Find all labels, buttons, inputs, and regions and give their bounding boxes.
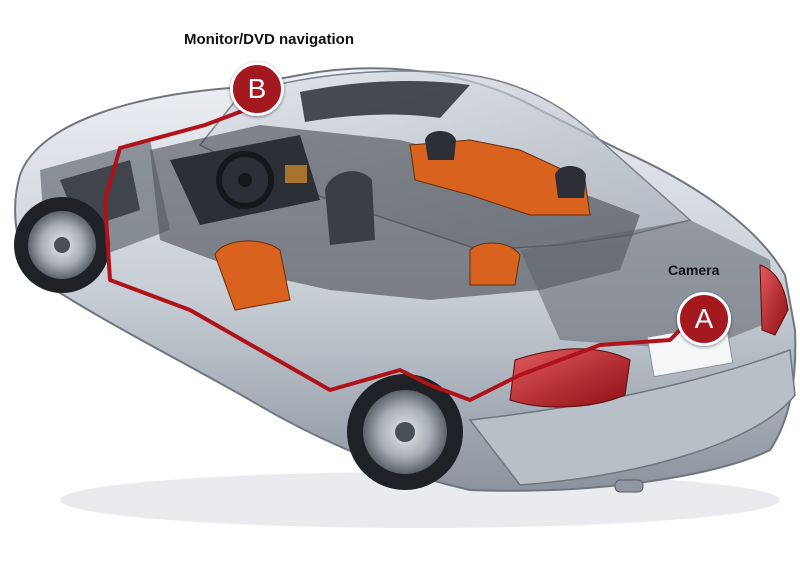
center-console-screen: [285, 165, 307, 183]
camera-label: Camera: [668, 262, 720, 278]
front-seat-right: [325, 171, 375, 245]
wiring-route: [103, 108, 692, 402]
monitor-marker-b: B: [230, 62, 284, 116]
rear-seat-cushion: [469, 242, 521, 286]
rear-headrest-left: [425, 131, 456, 160]
rear-wheel: [347, 374, 463, 490]
steering-wheel: [216, 151, 274, 209]
front-seat-left: [214, 240, 291, 311]
tail-light-right: [759, 264, 789, 336]
rear-headrest-right: [555, 166, 586, 198]
steering-hub: [238, 173, 252, 187]
exhaust-pipe: [614, 479, 644, 493]
front-wheel: [14, 197, 110, 293]
rear-seat-back: [409, 139, 591, 216]
monitor-dvd-navigation-label: Monitor/DVD navigation: [184, 31, 354, 48]
sunroof: [300, 80, 470, 122]
camera-marker-a: A: [677, 292, 731, 346]
tail-light-left: [509, 348, 631, 408]
